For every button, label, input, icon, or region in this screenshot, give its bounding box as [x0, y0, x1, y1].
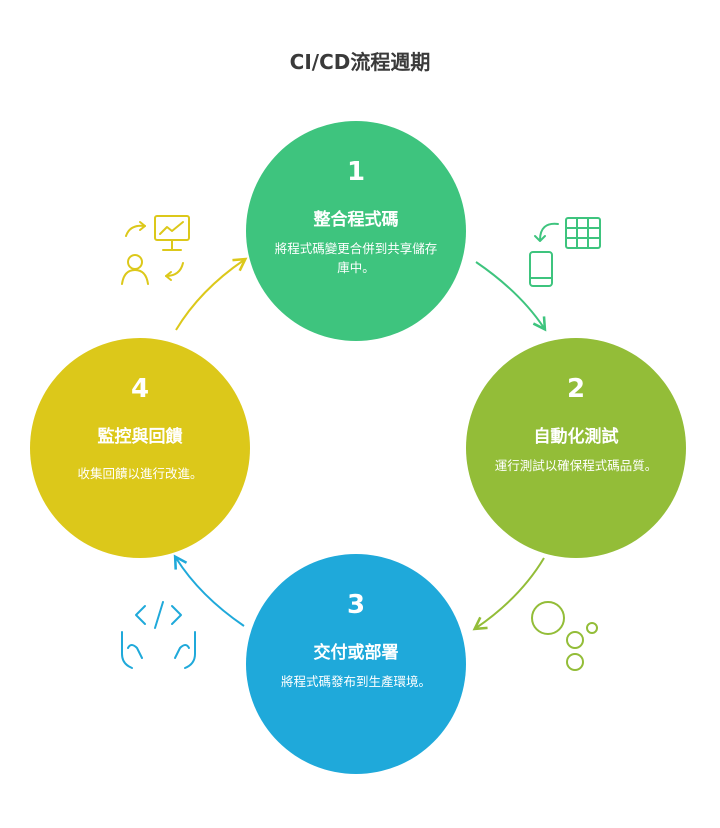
stage-description: 將程式碼變更合併到共享儲存庫中。	[274, 241, 438, 275]
hands-code-icon	[121, 601, 196, 669]
bubbles-icon	[531, 601, 598, 671]
stage-number: 3	[346, 590, 366, 620]
monitoring-feedback-icon	[121, 215, 190, 285]
stage-number: 1	[346, 157, 366, 187]
stage-number: 4	[130, 374, 150, 404]
stage-heading: 交付或部署	[313, 643, 399, 663]
stage-heading: 監控與回饋	[97, 427, 183, 447]
stage-3-deliver-deploy: 3 交付或部署 將程式碼發布到生產環境。	[246, 554, 466, 774]
arrow-2-to-3	[472, 557, 545, 631]
arrow-1-to-2	[475, 261, 547, 332]
devices-table-icon	[529, 217, 601, 287]
stage-number: 2	[566, 374, 586, 404]
stage-2-automated-testing: 2 自動化測試 運行測試以確保程式碼品質。	[466, 338, 686, 558]
arrow-3-to-4	[173, 554, 245, 627]
stage-heading: 整合程式碼	[313, 210, 399, 230]
stage-1-integrate-code: 1 整合程式碼 將程式碼變更合併到共享儲存庫中。	[246, 121, 466, 341]
stage-description: 運行測試以確保程式碼品質。	[494, 458, 658, 473]
stage-heading: 自動化測試	[533, 427, 619, 447]
stage-description: 將程式碼發布到生產環境。	[280, 674, 431, 689]
diagram-title: CI/CD流程週期	[289, 50, 431, 74]
stage-4-monitor-feedback: 4 監控與回饋 收集回饋以進行改進。	[30, 338, 250, 558]
arrow-4-to-1	[175, 257, 248, 331]
stage-description: 收集回饋以進行改進。	[77, 466, 203, 481]
